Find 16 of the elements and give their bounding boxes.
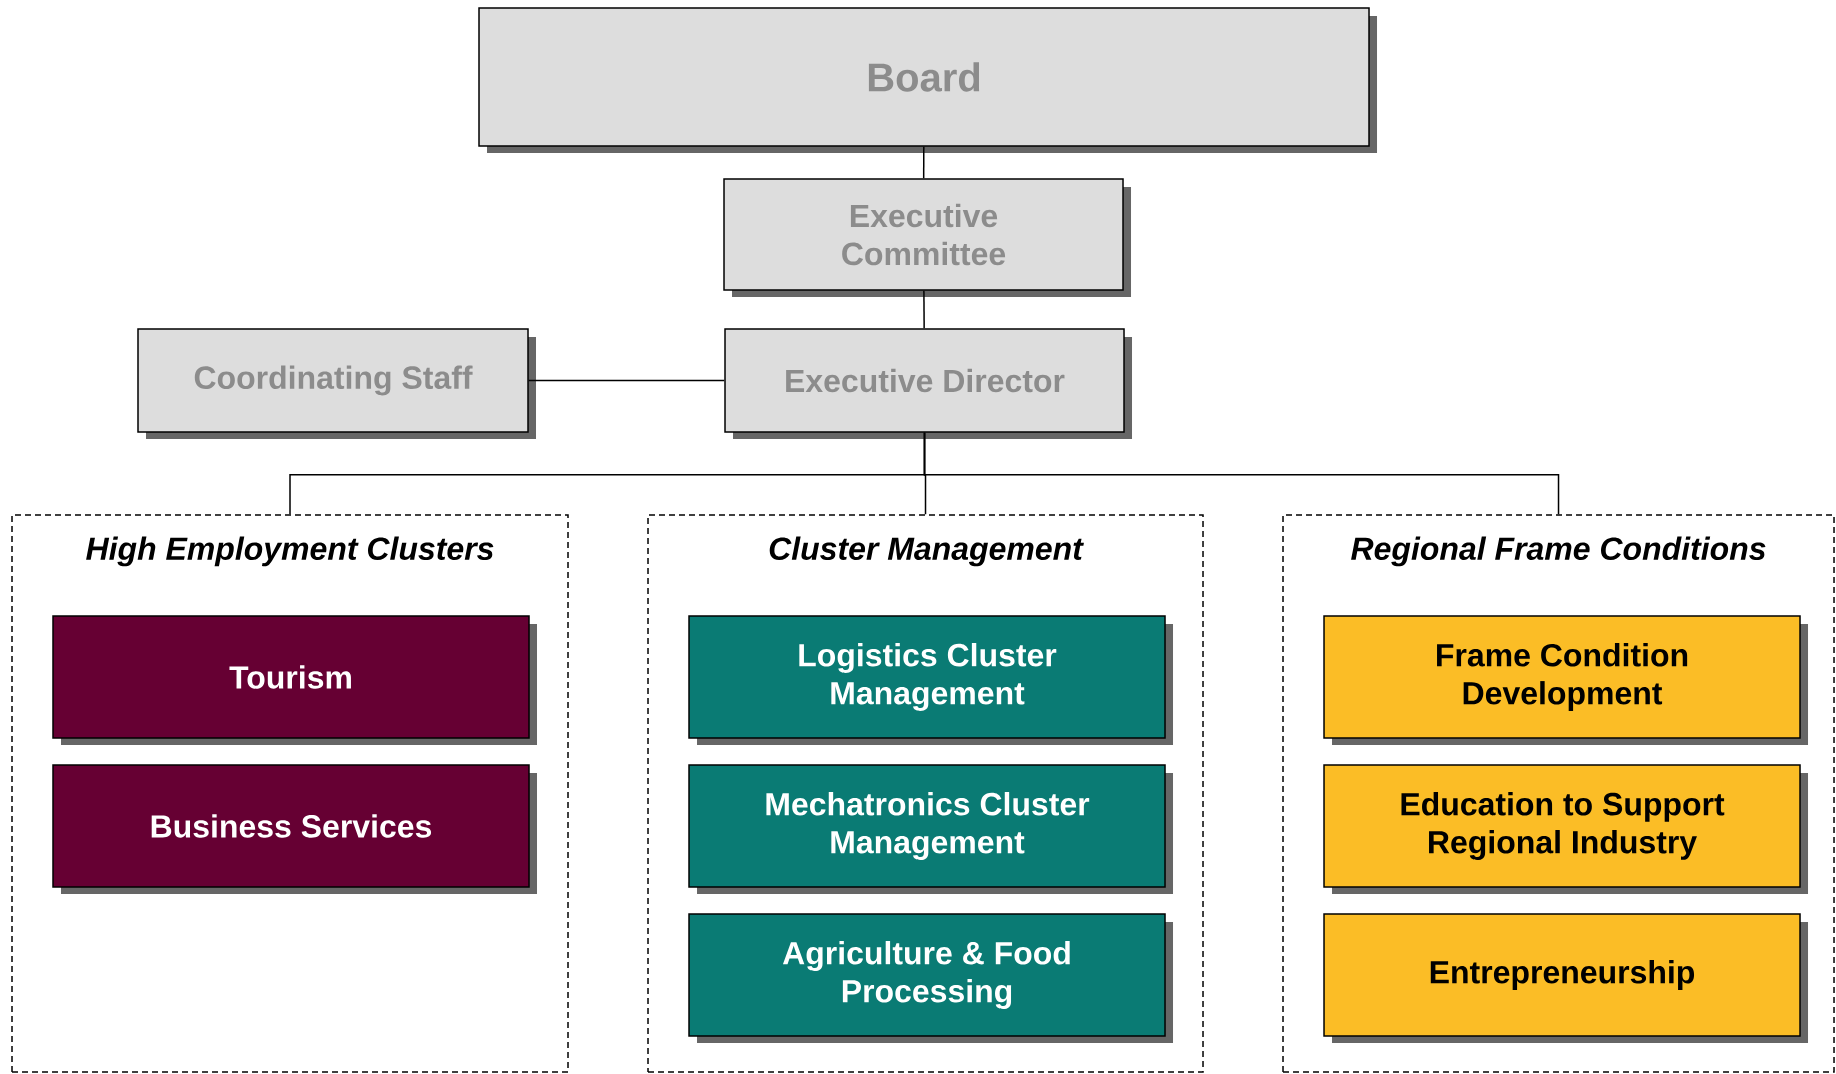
- cluster-box: Tourism: [52, 615, 537, 745]
- box-with-shadow: Executive Director: [724, 328, 1132, 439]
- cluster-box: Logistics Cluster Management: [688, 615, 1173, 745]
- box-with-shadow: Executive Committee: [723, 178, 1131, 297]
- box-with-shadow: Coordinating Staff: [137, 328, 536, 439]
- connector-line: [528, 379, 725, 382]
- cluster-box: Education to Support Regional Industry: [1323, 764, 1808, 894]
- connector-line: [923, 432, 1560, 515]
- cluster-box: Business Services: [52, 764, 537, 894]
- cluster-box: Entrepreneurship: [1323, 913, 1808, 1043]
- cluster-box: Mechatronics Cluster Management: [688, 764, 1173, 894]
- connector-line: [922, 146, 925, 179]
- box-with-shadow: Board: [478, 7, 1377, 153]
- cluster-box: Frame Condition Development: [1323, 615, 1808, 745]
- cluster-box: Agriculture & Food Processing: [688, 913, 1173, 1043]
- connector-line: [923, 290, 925, 329]
